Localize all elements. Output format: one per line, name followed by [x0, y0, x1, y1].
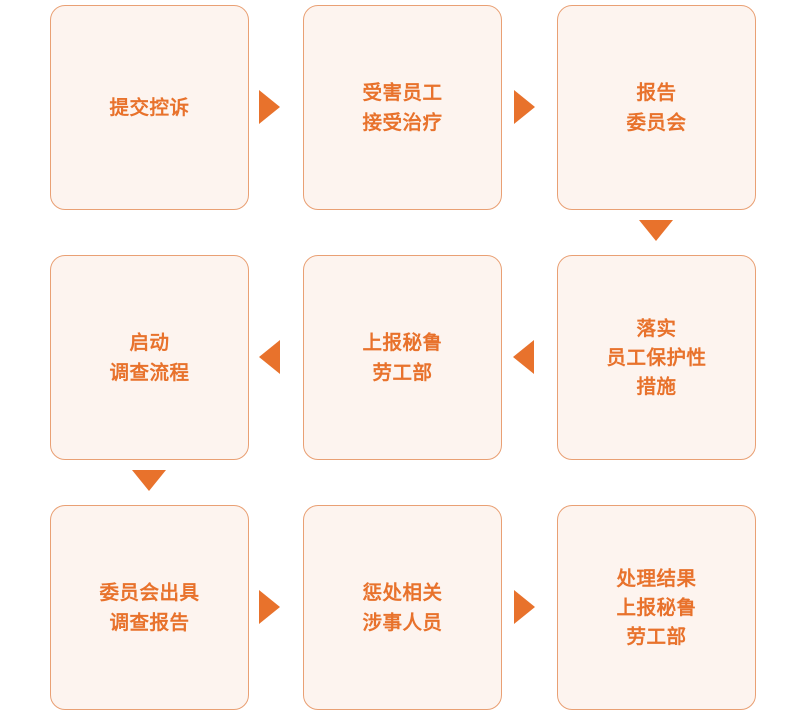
flow-node-9[interactable]: 处理结果 上报秘鲁 劳工部 [557, 505, 756, 710]
flow-node-1-label: 提交控诉 [109, 95, 190, 119]
arrow-right-icon-node8-to-node9 [514, 590, 535, 624]
arrow-right-icon-node1-to-node2 [259, 90, 280, 124]
flow-node-6-label: 启动 调查流程 [109, 331, 190, 384]
arrow-right-icon-node2-to-node3 [514, 90, 535, 124]
flow-node-7-label: 委员会出具 调查报告 [99, 581, 200, 634]
flow-node-3[interactable]: 报告 委员会 [557, 5, 756, 210]
flow-node-8-label: 惩处相关 涉事人员 [362, 581, 443, 634]
arrow-down-icon-node3-to-node4 [639, 220, 673, 241]
flow-node-8[interactable]: 惩处相关 涉事人员 [303, 505, 502, 710]
arrow-left-icon-node5-to-node6 [259, 340, 280, 374]
arrow-down-icon-node6-to-node7 [132, 470, 166, 491]
flow-node-5-label: 上报秘鲁 劳工部 [362, 331, 443, 384]
flow-node-3-label: 报告 委员会 [626, 81, 687, 134]
flow-node-4[interactable]: 落实 员工保护性 措施 [557, 255, 756, 460]
flow-node-5[interactable]: 上报秘鲁 劳工部 [303, 255, 502, 460]
flow-node-2[interactable]: 受害员工 接受治疗 [303, 5, 502, 210]
flow-node-2-label: 受害员工 接受治疗 [362, 81, 443, 134]
flow-node-1[interactable]: 提交控诉 [50, 5, 249, 210]
flow-node-7[interactable]: 委员会出具 调查报告 [50, 505, 249, 710]
arrow-right-icon-node7-to-node8 [259, 590, 280, 624]
flow-node-9-label: 处理结果 上报秘鲁 劳工部 [616, 566, 697, 649]
flow-node-4-label: 落实 员工保护性 措施 [606, 316, 707, 399]
flow-node-6[interactable]: 启动 调查流程 [50, 255, 249, 460]
arrow-left-icon-node4-to-node5 [513, 340, 534, 374]
